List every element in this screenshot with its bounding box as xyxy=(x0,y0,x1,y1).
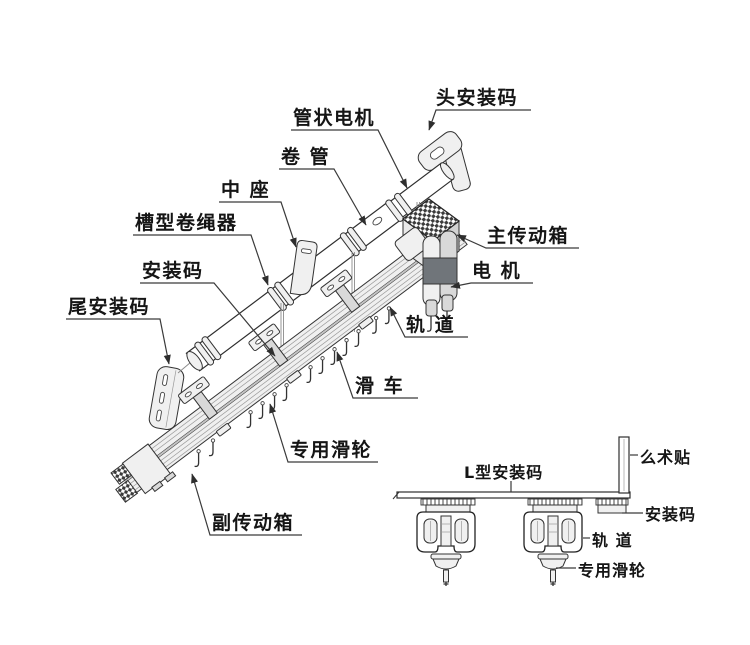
label-tail-mounting-bracket: 尾安装码 xyxy=(66,295,171,365)
label-middle-seat-text: 中 座 xyxy=(221,178,270,201)
inset-label-track-text: 轨 道 xyxy=(592,531,633,550)
motor-dark-band xyxy=(422,257,458,285)
inset-label-track: 轨 道 xyxy=(583,531,633,550)
label-track: 轨 道 xyxy=(389,306,468,338)
label-head-mounting-bracket-text: 头安装码 xyxy=(436,86,518,109)
label-main-drive-box-text: 主传动箱 xyxy=(487,224,569,247)
rope-winder-ring xyxy=(339,226,367,257)
inset-label-mounting-bracket: 安装码 xyxy=(622,505,696,524)
aux-drive-box xyxy=(110,443,177,503)
main-drive-box xyxy=(394,198,460,332)
inset-label-velcro: 么术贴 xyxy=(630,448,691,467)
head-mounting-bracket xyxy=(417,131,463,171)
motor-collar-rings xyxy=(385,192,413,222)
label-layer: 管状电机 卷 管 中 座 槽型卷绳器 安装码 尾安装码 头安装码 主传动箱 xyxy=(66,86,579,536)
middle-seat-bracket xyxy=(289,239,318,296)
label-motor: 电 机 xyxy=(450,259,533,289)
label-special-pulley: 专用滑轮 xyxy=(269,403,378,463)
inset-label-special-pulley: 专用滑轮 xyxy=(556,561,646,580)
label-motor-text: 电 机 xyxy=(472,259,521,282)
inset-label-l-type-text: L型安装码 xyxy=(464,463,543,482)
track-mounting-clamp xyxy=(178,376,232,437)
label-tubular-motor-text: 管状电机 xyxy=(293,106,375,129)
label-mounting-bracket-text: 安装码 xyxy=(142,259,204,282)
drive-motor xyxy=(422,230,458,332)
carriage-hooks xyxy=(194,306,392,468)
label-tail-mounting-bracket-text: 尾安装码 xyxy=(68,295,150,318)
inset-label-l-type-mounting-bracket: L型安装码 xyxy=(464,463,543,492)
tube-head-cap xyxy=(439,162,455,180)
inset-label-mounting-bracket-text: 安装码 xyxy=(645,505,696,524)
label-aux-drive-box: 副传动箱 xyxy=(191,473,302,536)
inset-corner-clip-hatch xyxy=(595,498,629,506)
curtain-track-rails xyxy=(110,219,468,503)
label-carriage: 滑 车 xyxy=(336,351,418,399)
drive-box-bracket xyxy=(394,227,430,261)
label-track-text: 轨 道 xyxy=(406,313,455,336)
inset-track-section xyxy=(416,498,476,587)
drive-box-checkered-top xyxy=(402,198,460,242)
label-tubular-motor: 管状电机 xyxy=(291,106,408,189)
tail-mounting-bracket xyxy=(148,366,185,431)
inset-label-velcro-text: 么术贴 xyxy=(640,448,691,467)
label-carriage-text: 滑 车 xyxy=(355,374,404,397)
rope-winder-ring xyxy=(194,336,222,366)
label-mounting-bracket: 安装码 xyxy=(140,259,276,357)
label-groove-rope-winder-text: 槽型卷绳器 xyxy=(135,211,238,234)
inset-corner-clip xyxy=(597,504,627,514)
label-roll-tube: 卷 管 xyxy=(279,145,367,226)
label-head-mounting-bracket: 头安装码 xyxy=(428,86,531,131)
label-aux-drive-box-text: 副传动箱 xyxy=(212,511,294,534)
inset-cross-section: L型安装码 么术贴 安装码 轨 道 专用滑轮 xyxy=(392,436,696,587)
track-mounting-clamp xyxy=(248,323,302,384)
aux-rail-end-cap xyxy=(110,463,133,485)
inset-ceiling-plate xyxy=(396,491,631,499)
inset-track-section xyxy=(523,498,583,587)
label-groove-rope-winder: 槽型卷绳器 xyxy=(133,211,269,286)
label-main-drive-box: 主传动箱 xyxy=(456,224,579,249)
label-special-pulley-text: 专用滑轮 xyxy=(290,438,372,461)
tube-end-cap xyxy=(186,351,203,371)
tube-hole xyxy=(372,216,383,226)
label-middle-seat: 中 座 xyxy=(219,178,297,248)
track-mounting-clamp xyxy=(320,269,374,330)
aux-rail-end-cap xyxy=(115,479,139,503)
rope-winder-ring xyxy=(267,281,295,311)
inset-label-special-pulley-text: 专用滑轮 xyxy=(578,561,646,580)
label-roll-tube-text: 卷 管 xyxy=(280,145,330,168)
